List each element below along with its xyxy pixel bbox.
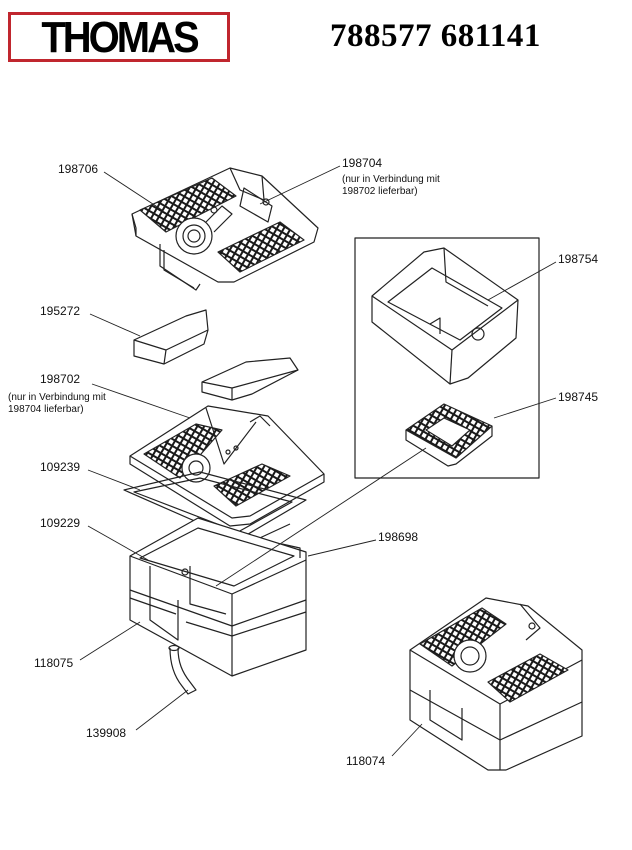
brand-logo: THOMAS xyxy=(8,12,230,62)
part-label-109239: 109239 xyxy=(40,460,81,474)
part-label-198754: 198754 xyxy=(558,252,599,266)
complete-unit-drawing xyxy=(409,597,583,771)
part-label-118075: 118075 xyxy=(34,656,74,670)
part-note-198702-line2: 198704 lieferbar) xyxy=(8,404,84,415)
part-label-198704: 198704 xyxy=(342,156,383,170)
part-label-198702: 198702 xyxy=(40,372,81,386)
top-cover-drawing xyxy=(131,167,319,291)
part-label-195272: 195272 xyxy=(40,304,81,318)
part-label-198698: 198698 xyxy=(378,530,419,544)
water-filter-insert-drawing xyxy=(129,405,325,527)
part-label-198745: 198745 xyxy=(558,390,599,404)
water-tank-drawing xyxy=(129,517,307,677)
part-note-198704-line2: 198702 lieferbar) xyxy=(342,186,418,197)
part-note-198704-line1: (nur in Verbindung mit xyxy=(342,174,440,185)
part-note-198702-line1: (nur in Verbindung mit xyxy=(8,392,106,403)
part-label-198706: 198706 xyxy=(58,162,99,176)
brand-name: THOMAS xyxy=(41,14,199,62)
leader-lines xyxy=(79,165,557,757)
filter-pad-drawing xyxy=(133,309,299,401)
part-label-118074: 118074 xyxy=(346,754,386,768)
hose-drawing xyxy=(168,644,197,695)
part-label-109229: 109229 xyxy=(40,516,81,530)
detail-box-drawing xyxy=(354,237,540,479)
part-label-139908: 139908 xyxy=(86,726,127,740)
model-numbers: 788577 681141 xyxy=(330,18,541,54)
